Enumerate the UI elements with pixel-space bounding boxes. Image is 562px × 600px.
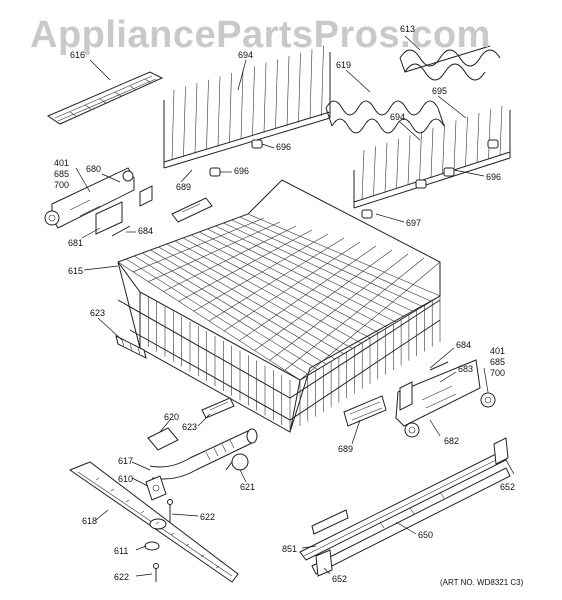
part-623-adjuster-left (115, 335, 147, 359)
callout-683: 683 (458, 364, 474, 374)
part-620-623-manifold (147, 397, 235, 451)
callout-684-left: 684 (138, 226, 154, 236)
callout-615: 615 (68, 266, 84, 276)
callout-682: 682 (444, 436, 460, 446)
callout-697: 697 (406, 218, 422, 228)
part-694-tine-row-left (163, 45, 331, 169)
callout-617: 617 (118, 456, 134, 466)
part-615-upper-rack (117, 179, 441, 433)
callout-680: 680 (86, 164, 102, 174)
callout-623-lower: 623 (182, 422, 198, 432)
callout-689-lower: 689 (338, 444, 354, 454)
callout-610: 610 (118, 474, 134, 484)
art-number: (ART NO. WD8321 C3) (440, 578, 524, 587)
part-619-wavy-rack (325, 100, 445, 134)
callout-700-left: 700 (54, 180, 70, 190)
part-682-wheel-carrier-right (395, 359, 496, 438)
part-618-spray-arm (68, 461, 239, 583)
callout-685-left: 685 (54, 169, 70, 179)
callout-620: 620 (164, 412, 180, 422)
part-610-spray-arm-hub (145, 475, 167, 501)
part-622-screws (144, 499, 173, 582)
callout-622-lower: 622 (114, 572, 130, 582)
callout-684-right: 684 (456, 340, 472, 350)
callout-696-mid: 696 (234, 166, 250, 176)
callout-613: 613 (400, 24, 416, 34)
part-650-slide-rail (299, 437, 511, 577)
callout-621: 621 (240, 482, 256, 492)
callout-694-right: 694 (390, 112, 406, 122)
callout-694: 694 (238, 50, 254, 60)
callout-685-right: 685 (490, 357, 506, 367)
callout-689-top: 689 (176, 182, 192, 192)
part-621-clamp (225, 453, 249, 471)
callout-401-right: 401 (490, 346, 506, 356)
callout-616: 616 (70, 50, 86, 60)
callout-619: 619 (336, 60, 352, 70)
callout-622-upper: 622 (200, 512, 216, 522)
callout-696-right: 696 (486, 172, 502, 182)
callout-401-left: 401 (54, 158, 70, 168)
part-695-tine-row-right (353, 105, 511, 209)
callout-611: 611 (114, 546, 129, 556)
callout-700-right: 700 (490, 368, 506, 378)
part-680-wheel-carrier-left (44, 167, 153, 237)
callout-681: 681 (68, 238, 84, 248)
callout-623-left: 623 (90, 308, 106, 318)
callout-696-top: 696 (276, 142, 292, 152)
part-689-insert-top (171, 197, 213, 223)
callout-650: 650 (418, 530, 434, 540)
part-696-clips (209, 139, 499, 219)
watermark-logo-text: AppliancePartsPros.com (30, 14, 491, 56)
part-613-top-rack (399, 45, 501, 81)
leader-lines (75, 35, 515, 577)
callout-851: 851 (282, 544, 298, 554)
callout-695: 695 (432, 86, 448, 96)
callout-618: 618 (82, 516, 98, 526)
callout-652-right: 652 (500, 482, 516, 492)
part-689-insert-lower (343, 395, 387, 427)
part-616-wire-bar (46, 71, 164, 125)
callout-652-bottom: 652 (332, 574, 348, 584)
